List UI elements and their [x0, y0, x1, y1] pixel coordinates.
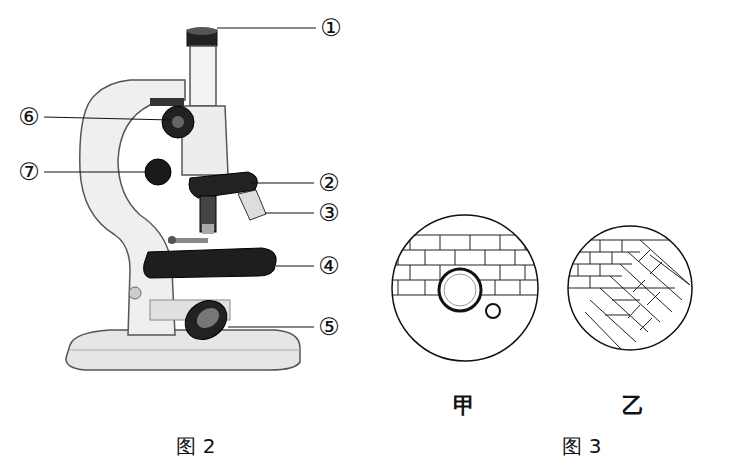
callout-number: ⑥ [18, 105, 40, 129]
callout-number: ⑦ [18, 160, 40, 184]
view-label: 甲 [453, 395, 475, 417]
view-label: 乙 [622, 395, 644, 417]
callout-number: ① [320, 16, 342, 40]
callout-number: ④ [318, 254, 340, 278]
callout-number: ② [318, 171, 340, 195]
figure-caption: 图 2 [176, 436, 215, 456]
callout-number: ⑤ [318, 315, 340, 339]
callout-number: ③ [318, 201, 340, 225]
figure-caption: 图 3 [562, 436, 601, 456]
